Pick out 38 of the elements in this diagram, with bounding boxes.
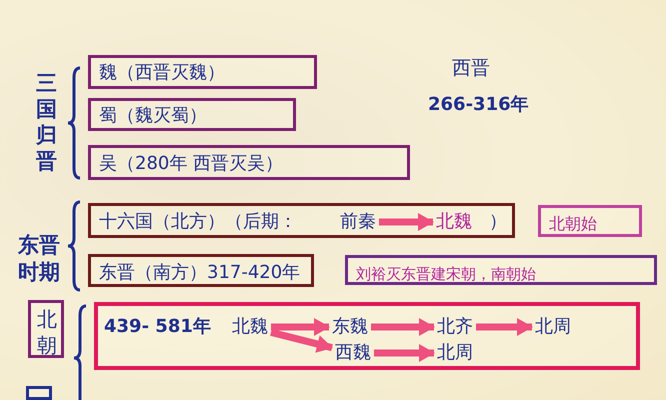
empty-box [26,386,52,400]
dynasty-name: 东魏 [332,316,368,338]
box-text: 439- 581年 [104,316,211,338]
box-text: 蜀（魏灭蜀） [99,105,207,127]
arrow [476,318,533,336]
box-text: 东晋（南方）317-420年 [99,262,300,284]
box-text: 刘裕灭东晋建宋朝，南朝始 [356,264,536,285]
arrow [374,344,435,362]
text-box [345,255,657,285]
box-text: 魏（西晋灭魏） [99,62,225,84]
text-box [88,55,317,89]
dynasty-name: 北魏 [436,211,472,233]
text-box [88,145,410,180]
arrow [270,328,333,353]
arrow [371,318,435,336]
dynasty-name: 西魏 [335,342,371,364]
period-box [88,203,515,238]
dynasty-name: 北魏 [232,316,268,338]
text-box [28,300,64,358]
arrow [379,213,434,231]
dynasty-name: 北周 [535,316,571,338]
box-text: 北朝 [37,306,58,358]
text-box [538,205,642,237]
dynasty-name: 北齐 [437,316,473,338]
box-text: 吴（280年 西晋灭吴） [99,153,284,175]
box-text: ） [489,211,507,233]
side-label: 西晋 [452,56,490,80]
text-box [88,254,314,287]
dynasty-name: 北周 [437,342,473,364]
box-text: 十六国（北方）（后期： [99,211,297,233]
side-label: 266-316年 [428,93,529,117]
arrow [271,318,330,336]
text-box [88,98,296,131]
side-label: 东晋时期 [18,232,61,286]
dynasty-name: 前秦 [340,211,376,233]
box-text: 北朝始 [549,213,597,235]
side-label: 三国归晋 [36,70,58,174]
period-box [94,302,640,370]
